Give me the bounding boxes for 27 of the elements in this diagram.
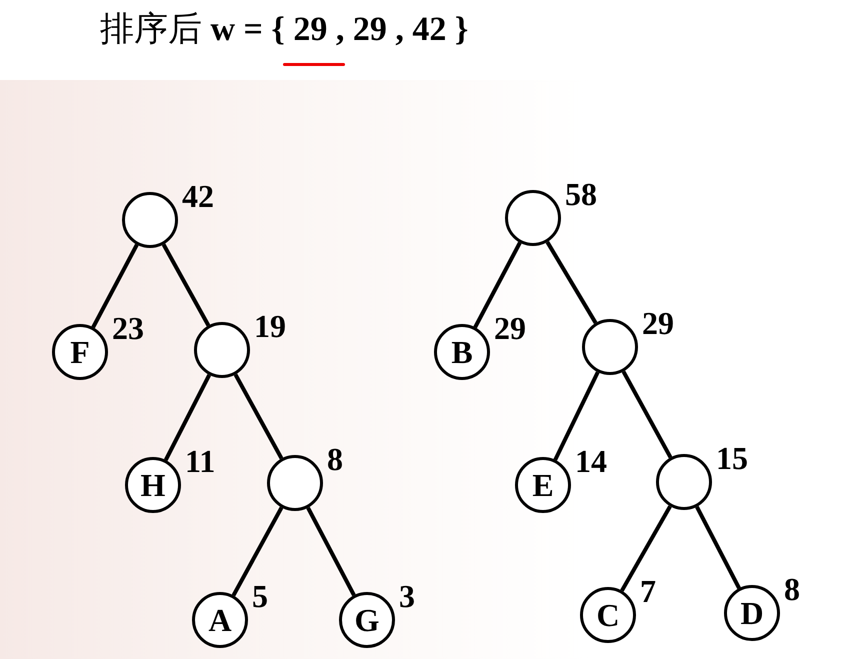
weight-label: 42: [182, 178, 214, 215]
weight-label: 58: [565, 176, 597, 213]
tree-edge: [234, 374, 284, 460]
title: 排序后 w = { 29 , 29 , 42 }: [100, 10, 468, 50]
weight-label: 29: [642, 305, 674, 342]
weight-label: 19: [254, 308, 286, 345]
weight-label: 8: [784, 571, 800, 608]
weight-label: 14: [575, 443, 607, 480]
weight-label: 23: [112, 310, 144, 347]
tree-edge: [553, 371, 600, 461]
weight-label: 11: [185, 443, 216, 480]
tree-edge: [622, 370, 672, 458]
weight-label: 15: [716, 440, 748, 477]
tree-edge: [473, 242, 522, 328]
weight-label: 7: [640, 573, 656, 610]
weight-label: 5: [252, 578, 268, 615]
tree-edge: [695, 506, 741, 590]
tree-edge: [164, 374, 212, 461]
tree-edge: [162, 244, 210, 326]
weight-label: 29: [494, 310, 526, 347]
weight-label: 3: [399, 578, 415, 615]
tree-edge: [546, 241, 598, 324]
tree-edge: [620, 505, 672, 592]
tree-edge: [91, 244, 139, 328]
tree-edge: [232, 506, 284, 596]
tree-edge: [306, 506, 356, 596]
weight-label: 8: [327, 441, 343, 478]
